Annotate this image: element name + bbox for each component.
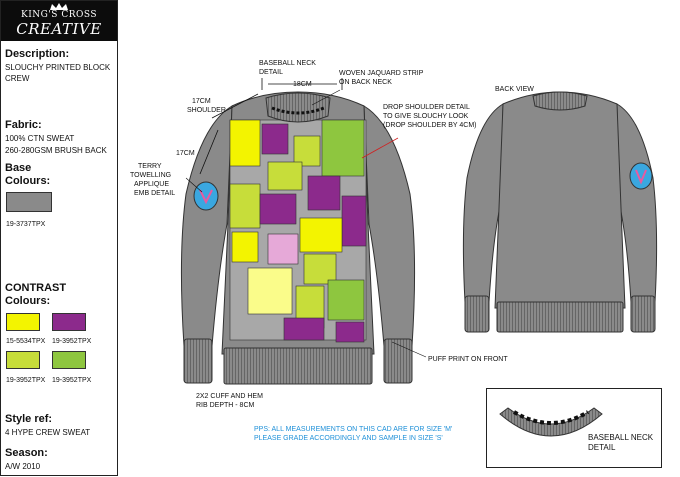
sleeve-measure: 17CM	[176, 150, 195, 157]
season: A/W 2010	[5, 462, 41, 471]
back-view-sweater	[462, 91, 658, 333]
baseball-neck-label-1: BASEBALL NECK	[259, 60, 316, 67]
description-heading: Description:	[5, 48, 70, 60]
pps-note-2: PLEASE GRADE ACCORDINGLY AND SAMPLE IN S…	[254, 435, 443, 442]
crown-icon	[50, 3, 68, 10]
fabric-line-2: 260-280GSM BRUSH BACK	[5, 146, 107, 155]
back-view-label: BACK VIEW	[495, 86, 534, 93]
contrast-heading-1: CONTRAST	[5, 282, 67, 294]
baseball-detail-label-2: DETAIL	[588, 443, 616, 452]
base-heading-1: Base	[5, 162, 32, 174]
fabric-heading: Fabric:	[5, 119, 42, 131]
style-ref-heading: Style ref:	[5, 413, 53, 425]
logo-line1: KING'S CROSS	[20, 10, 98, 20]
contrast-swatch-2	[52, 313, 86, 331]
terry-label-1: TERRY	[138, 163, 162, 170]
contrast-heading-2: Colours:	[5, 295, 51, 307]
contrast-swatch-1-code: 15-5534TPX	[6, 338, 46, 345]
base-swatch	[6, 192, 52, 212]
fabric-line-1: 100% CTN SWEAT	[5, 134, 75, 143]
woven-strip-label-1: WOVEN JAQUARD STRIP	[339, 70, 424, 77]
baseball-neck-label-2: DETAIL	[259, 69, 283, 76]
baseball-detail-label-1: BASEBALL NECK	[588, 433, 654, 442]
season-heading: Season:	[5, 447, 48, 459]
contrast-swatch-4	[52, 351, 86, 369]
contrast-swatch-3	[6, 351, 40, 369]
drop-shoulder-label-3: (DROP SHOULDER BY 4CM)	[383, 122, 477, 129]
style-ref: 4 HYPE CREW SWEAT	[5, 428, 91, 437]
shoulder-label: SHOULDER	[187, 107, 226, 114]
cuff-hem-label-2: RIB DEPTH - 8CM	[196, 402, 255, 409]
terry-label-2: TOWELLING	[130, 172, 172, 179]
neck-detail-box	[486, 388, 662, 468]
description-line-2: CREW	[5, 74, 30, 83]
front-view-sweater	[180, 91, 416, 385]
woven-strip-label-2: ON BACK NECK	[339, 79, 392, 86]
contrast-swatch-4-code: 19-3952TPX	[52, 377, 92, 384]
terry-label-3: APPLIQUE	[134, 181, 170, 188]
contrast-swatch-3-code: 19-3952TPX	[6, 377, 46, 384]
neck-detail-drawing	[499, 407, 603, 437]
description-line-1: SLOUCHY PRINTED BLOCK	[5, 63, 111, 72]
puff-print-label: PUFF PRINT ON FRONT	[428, 356, 508, 363]
spec-sidebar: KING'S CROSS CREATIVE Description: SLOUC…	[0, 0, 118, 476]
neck-width-label: 18CM	[293, 81, 312, 88]
pps-note-1: PPS: ALL MEASUREMENTS ON THIS CAD ARE FO…	[254, 426, 453, 433]
logo-line2: CREATIVE	[16, 20, 102, 38]
drop-shoulder-label-2: TO GIVE SLOUCHY LOOK	[383, 113, 469, 120]
contrast-swatch-2-code: 19-3952TPX	[52, 338, 92, 345]
shoulder-measure: 17CM	[192, 98, 211, 105]
brand-logo: KING'S CROSS CREATIVE	[1, 1, 117, 41]
terry-label-4: EMB DETAIL	[134, 190, 176, 197]
drop-shoulder-label-1: DROP SHOULDER DETAIL	[383, 104, 470, 111]
cuff-hem-label-1: 2X2 CUFF AND HEM	[196, 393, 263, 400]
base-swatch-code: 19-3737TPX	[6, 221, 46, 228]
base-heading-2: Colours:	[5, 175, 51, 187]
contrast-swatch-1	[6, 313, 40, 331]
